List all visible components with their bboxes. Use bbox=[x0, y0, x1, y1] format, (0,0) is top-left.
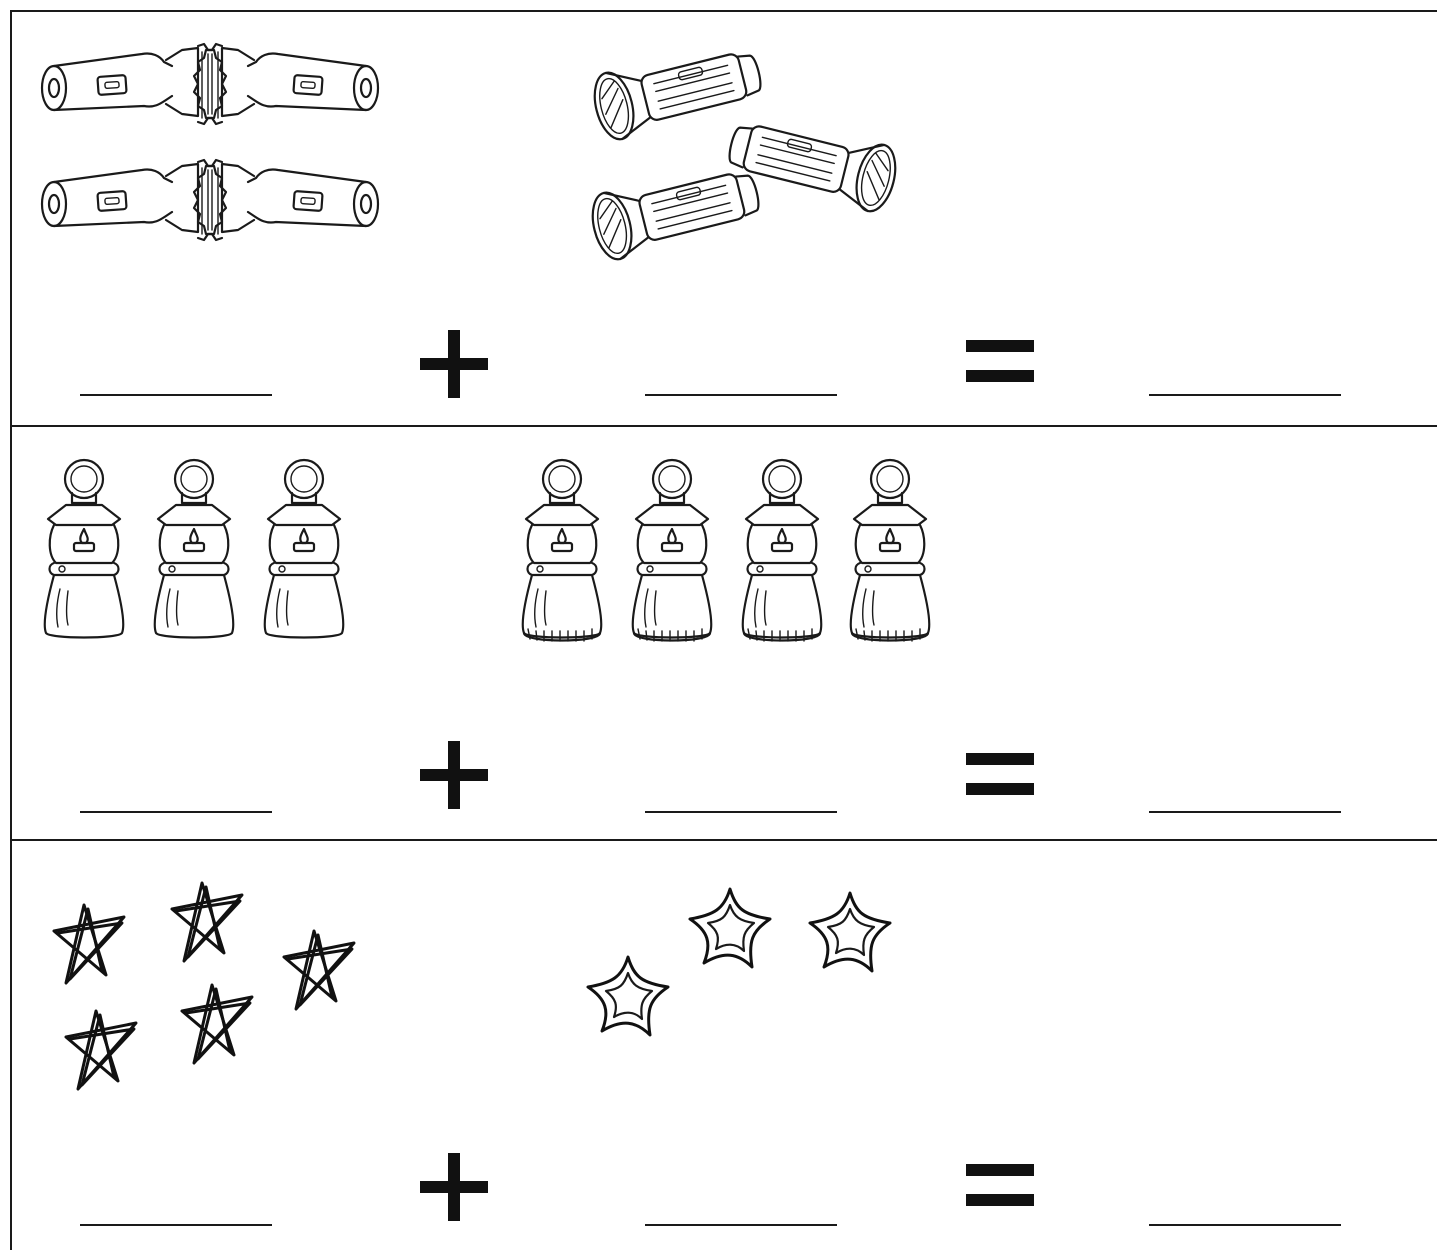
lantern-group-left bbox=[43, 458, 345, 639]
answer-blank-addend-2[interactable] bbox=[645, 394, 837, 396]
flashlight-icon bbox=[192, 158, 380, 242]
answer-blank-addend-2[interactable] bbox=[645, 811, 837, 813]
lantern-icon bbox=[633, 460, 712, 641]
answer-blank-sum[interactable] bbox=[1149, 394, 1341, 396]
equation-row-flashlights bbox=[10, 12, 1437, 425]
outline-star-icon bbox=[688, 887, 772, 969]
lantern-group-right bbox=[520, 457, 950, 657]
lantern-icon bbox=[43, 458, 125, 639]
plus-sign-icon bbox=[420, 330, 488, 398]
answer-blank-sum[interactable] bbox=[1149, 811, 1341, 813]
lantern-icon bbox=[851, 460, 930, 641]
equals-sign-icon bbox=[966, 1164, 1034, 1206]
torch-icon bbox=[722, 107, 903, 217]
equals-sign-icon bbox=[966, 340, 1034, 382]
equals-sign-icon bbox=[966, 753, 1034, 795]
lantern-icon bbox=[263, 458, 345, 639]
answer-blank-addend-1[interactable] bbox=[80, 1224, 272, 1226]
frame-left-border bbox=[10, 10, 12, 1250]
star-group-left bbox=[52, 881, 356, 1091]
sketch-star-icon bbox=[180, 983, 254, 1065]
answer-blank-addend-1[interactable] bbox=[80, 394, 272, 396]
sketch-star-icon bbox=[282, 929, 356, 1011]
answer-blank-addend-1[interactable] bbox=[80, 811, 272, 813]
outline-star-icon bbox=[808, 891, 892, 973]
answer-blank-addend-2[interactable] bbox=[645, 1224, 837, 1226]
star-group-right bbox=[586, 887, 892, 1037]
frame-top-border bbox=[10, 10, 1437, 12]
plus-sign-icon bbox=[420, 1153, 488, 1221]
equation-row-lanterns bbox=[10, 427, 1437, 839]
torch-icon bbox=[585, 155, 766, 265]
equation-row-stars bbox=[10, 841, 1437, 1250]
flashlight-icon bbox=[192, 42, 380, 126]
answer-blank-sum[interactable] bbox=[1149, 1224, 1341, 1226]
sketch-star-icon bbox=[52, 903, 126, 985]
lantern-icon bbox=[743, 460, 822, 641]
row-divider bbox=[10, 425, 1437, 427]
flashlight-group-left bbox=[40, 42, 380, 242]
torch-group-right bbox=[585, 35, 903, 265]
sketch-star-icon bbox=[170, 881, 244, 963]
row-divider bbox=[10, 839, 1437, 841]
sketch-star-icon bbox=[64, 1009, 138, 1091]
lantern-icon bbox=[523, 460, 602, 641]
plus-sign-icon bbox=[420, 741, 488, 809]
lantern-icon bbox=[153, 458, 235, 639]
outline-star-icon bbox=[586, 955, 670, 1037]
